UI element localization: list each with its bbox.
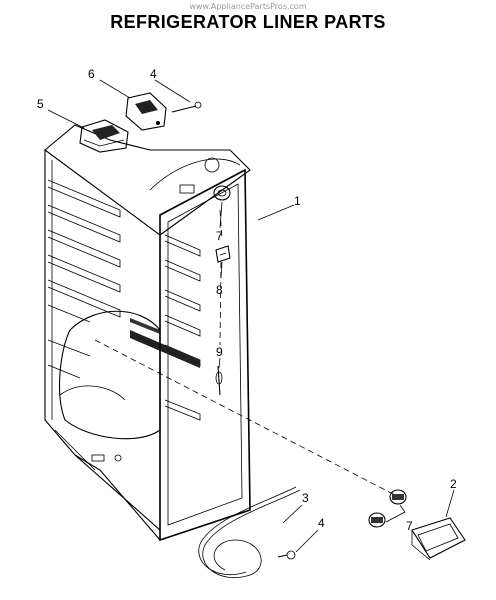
control-housing-part[interactable]: [79, 119, 129, 153]
refrigerator-liner[interactable]: [44, 124, 251, 542]
callout-7-upper: 7: [216, 229, 223, 243]
thermistor-part[interactable]: [215, 365, 223, 396]
callout-6: 6: [88, 67, 95, 81]
leader-lines: [47, 79, 455, 553]
bracket-part[interactable]: [125, 92, 167, 131]
light-socket-lower[interactable]: [368, 489, 407, 528]
screw-part-bottom[interactable]: [277, 550, 296, 560]
light-socket-upper[interactable]: [213, 185, 231, 201]
diagram-title: REFRIGERATOR LINER PARTS: [110, 12, 386, 32]
assembly-lines: [94, 209, 396, 496]
callout-4-bottom: 4: [318, 516, 325, 530]
screw-part-top[interactable]: [171, 101, 202, 113]
drain-tube-part[interactable]: [198, 486, 301, 579]
callout-3: 3: [302, 491, 309, 505]
callout-4-top: 4: [150, 67, 157, 81]
callout-7-lower: 7: [406, 519, 413, 533]
light-cover-part[interactable]: [411, 517, 466, 561]
callout-2: 2: [450, 477, 457, 491]
callout-1: 1: [294, 194, 301, 208]
sensor-part[interactable]: [215, 245, 231, 263]
callout-5: 5: [37, 97, 44, 111]
watermark-text: www.AppliancePartsPros.com: [189, 2, 307, 11]
callout-8: 8: [216, 283, 223, 297]
callout-9: 9: [216, 345, 223, 359]
